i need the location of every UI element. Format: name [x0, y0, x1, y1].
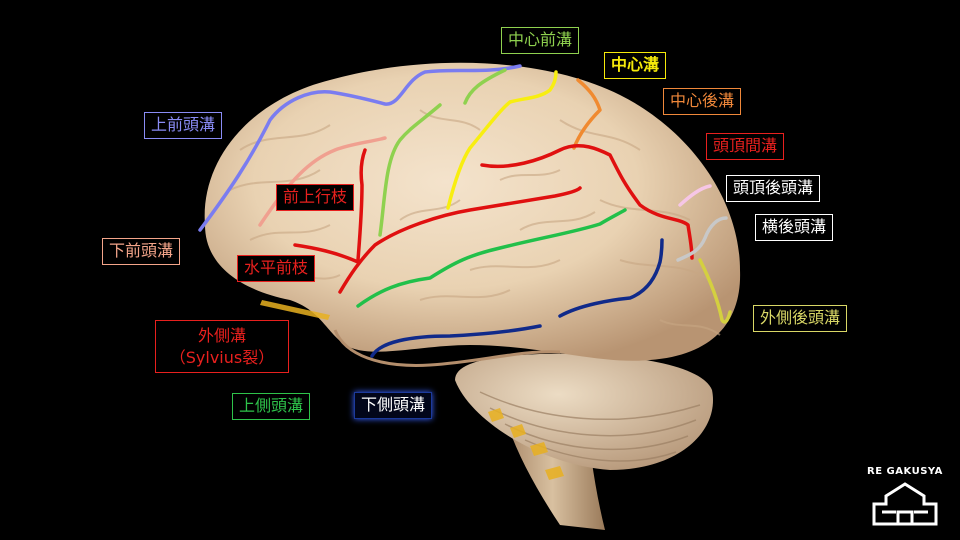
- label-ascending-ramus: 前上行枝: [276, 184, 355, 211]
- label-transverse-occipital-sulcus: 横後頭溝: [755, 214, 834, 241]
- parietooccipital-sulcus: [678, 184, 712, 207]
- cerebellum: [455, 353, 714, 470]
- temporal-lobe: [333, 329, 561, 367]
- label-parietooccipital-sulcus: 頭頂後頭溝: [726, 175, 821, 202]
- label-superior-frontal-sulcus: 上前頭溝: [144, 112, 223, 139]
- label-central-sulcus: 中心溝: [604, 52, 667, 79]
- label-inferior-temporal-sulcus: 下側頭溝: [354, 392, 433, 419]
- transverse-occipital-sulcus: [676, 216, 728, 262]
- label-inferior-frontal-sulcus: 下前頭溝: [102, 238, 181, 265]
- postcentral-sulcus: [572, 78, 602, 150]
- horizontal-ramus: [293, 243, 360, 264]
- superior-frontal-sulcus: [198, 64, 522, 232]
- inferior-temporal-sulcus: [370, 238, 664, 358]
- label-postcentral-sulcus: 中心後溝: [663, 88, 742, 115]
- lateral-sulcus: [338, 186, 582, 294]
- brand-text: RE GAKUSYA: [867, 466, 943, 477]
- label-lateral-sulcus-line2: （Sylvius裂）: [169, 347, 275, 367]
- lateral-occipital-sulcus: [698, 258, 732, 324]
- intraparietal-sulcus: [480, 144, 694, 260]
- label-lateral-sulcus: 外側溝 （Sylvius裂）: [155, 320, 289, 374]
- precentral-sulcus: [378, 68, 507, 237]
- brand-logo: RE GAKUSYA: [866, 466, 944, 530]
- superior-temporal-sulcus: [356, 208, 627, 308]
- central-sulcus: [446, 70, 558, 210]
- label-precentral-sulcus: 中心前溝: [501, 27, 580, 54]
- label-horizontal-ramus: 水平前枝: [237, 255, 316, 282]
- label-intraparietal-sulcus: 頭頂間溝: [706, 133, 785, 160]
- ascending-ramus: [356, 148, 367, 262]
- label-superior-temporal-sulcus: 上側頭溝: [232, 393, 311, 420]
- house-icon: [872, 482, 938, 526]
- label-lateral-occipital-sulcus: 外側後頭溝: [753, 305, 848, 332]
- label-lateral-sulcus-line1: 外側溝: [197, 326, 246, 345]
